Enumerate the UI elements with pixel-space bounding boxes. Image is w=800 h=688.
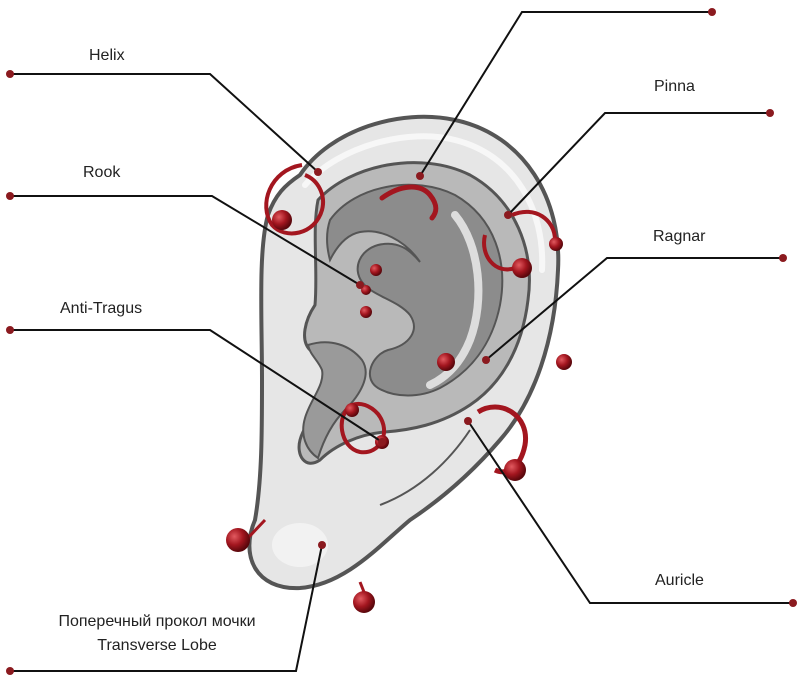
pinna-ball-2 xyxy=(512,258,532,278)
label-helix: Helix xyxy=(89,47,125,64)
jewelry-group xyxy=(226,163,572,613)
leader-dots xyxy=(6,8,797,675)
ear-illustration xyxy=(247,114,561,591)
dot-lobe-end xyxy=(6,667,14,675)
dot-auricle-target xyxy=(464,417,472,425)
dot-forward-helix-target xyxy=(416,172,424,180)
label-auricle: Auricle xyxy=(655,572,704,589)
leader-lobe xyxy=(10,544,323,672)
label-pinna: Pinna xyxy=(654,78,695,95)
rook-stud-3 xyxy=(360,306,372,318)
leader-anti-tragus xyxy=(10,329,383,443)
dot-lobe-target xyxy=(318,541,326,549)
transverse-lobe-ball-2 xyxy=(353,591,375,613)
leader-rook xyxy=(10,195,361,286)
dot-helix-target xyxy=(314,168,322,176)
label-lobe-english: Transverse Lobe xyxy=(97,637,217,654)
dot-rook-end xyxy=(6,192,14,200)
forward-helix-bar xyxy=(379,184,439,221)
pinna-ball-1 xyxy=(549,237,563,251)
ear-rim-highlight xyxy=(302,133,546,273)
leader-pinna xyxy=(507,112,770,216)
label-rook: Rook xyxy=(83,164,121,181)
conch-stud xyxy=(437,353,455,371)
ear-lobe-highlight xyxy=(272,523,328,567)
dot-pinna-target xyxy=(504,211,512,219)
ear-ridge-line xyxy=(426,211,483,389)
anti-tragus-ball-1 xyxy=(345,403,359,417)
label-ragnar: Ragnar xyxy=(653,228,706,245)
helix-hoop xyxy=(264,163,325,236)
rook-stud-2 xyxy=(361,285,371,295)
dot-auricle-end xyxy=(789,599,797,607)
pinna-hoop-1 xyxy=(511,209,557,241)
transverse-lobe-bar-2 xyxy=(358,581,366,593)
dot-pinna-end xyxy=(766,109,774,117)
rook-stud-1 xyxy=(370,264,382,276)
pinna-hoop-2 xyxy=(482,234,516,272)
dot-ragnar-end xyxy=(779,254,787,262)
dot-rook-target xyxy=(356,281,364,289)
leader-auricle xyxy=(467,420,793,604)
transverse-lobe-ball-1 xyxy=(226,528,250,552)
leader-forward-helix xyxy=(419,11,712,177)
ear-canal-shape xyxy=(302,341,367,460)
helix-ball xyxy=(272,210,292,230)
leader-ragnar xyxy=(485,257,783,361)
ear-lower-fold xyxy=(379,429,471,506)
leader-helix xyxy=(10,73,319,173)
label-lobe-russian: Поперечный прокол мочки xyxy=(58,613,256,630)
dot-anti-tragus-end xyxy=(6,326,14,334)
ear-concha-shape xyxy=(326,183,504,397)
dot-anti-tragus-target xyxy=(378,438,386,446)
ragnar-stud xyxy=(556,354,572,370)
auricle-ball xyxy=(504,459,526,481)
dot-helix-end xyxy=(6,70,14,78)
leader-lines xyxy=(10,11,793,672)
dot-ragnar-target xyxy=(482,356,490,364)
dot-forward-helix-end xyxy=(708,8,716,16)
label-anti-tragus: Anti-Tragus xyxy=(60,300,143,317)
